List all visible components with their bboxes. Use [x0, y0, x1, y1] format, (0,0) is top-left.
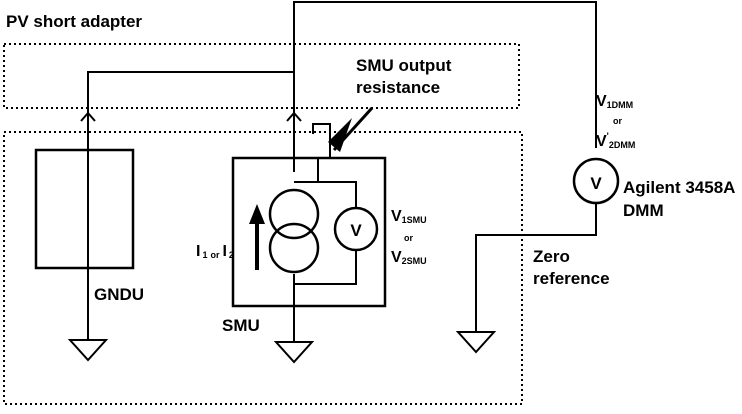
smu-output-label: SMU output: [356, 56, 452, 75]
smu-output-loop: [294, 181, 357, 208]
gndu-connector-arrow: [80, 111, 96, 122]
gndu-box: [34, 148, 135, 270]
zero-label: Zero: [533, 247, 570, 266]
dmm-label: DMM: [623, 201, 664, 220]
v2smu-label: V2SMU: [391, 249, 427, 266]
smu-label: SMU: [222, 316, 260, 335]
current-source-circle-bottom: [268, 222, 320, 274]
gndu-label: GNDU: [94, 285, 144, 304]
smu-or-label: or: [404, 233, 413, 243]
smu-box: [231, 156, 387, 308]
dmm-voltmeter-symbol: V: [590, 174, 602, 193]
current-direction-arrow: [249, 204, 265, 270]
ground-symbol-zero: [455, 331, 497, 354]
gndu-wire: [87, 71, 294, 340]
smu-voltmeter-symbol: V: [350, 221, 362, 240]
dmm-or-label: or: [613, 116, 622, 126]
smu-force-wire: [293, 1, 597, 172]
pv-short-adapter-label: PV short adapter: [6, 12, 142, 31]
ground-symbol-smu: [273, 341, 315, 364]
v2dmm-label: V'2DMM: [596, 131, 635, 150]
ground-symbol-gndu: [67, 339, 109, 362]
smu-meter-bottom-wire: [294, 250, 357, 285]
smu-connector-arrow: [286, 111, 302, 122]
resistance-label: resistance: [356, 78, 440, 97]
dmm-low-wire: [475, 203, 597, 332]
pv-short-adapter-box: [3, 43, 520, 109]
current-source-circle-top: [268, 188, 320, 240]
dmm-name-label: Agilent 3458A: [623, 178, 735, 197]
v1smu-label: V1SMU: [391, 208, 427, 225]
v1dmm-label: V1DMM: [596, 93, 633, 110]
smu-voltmeter-circle: [333, 206, 379, 252]
reference-label: reference: [533, 269, 610, 288]
resistance-pointer-arrow: [328, 106, 374, 152]
